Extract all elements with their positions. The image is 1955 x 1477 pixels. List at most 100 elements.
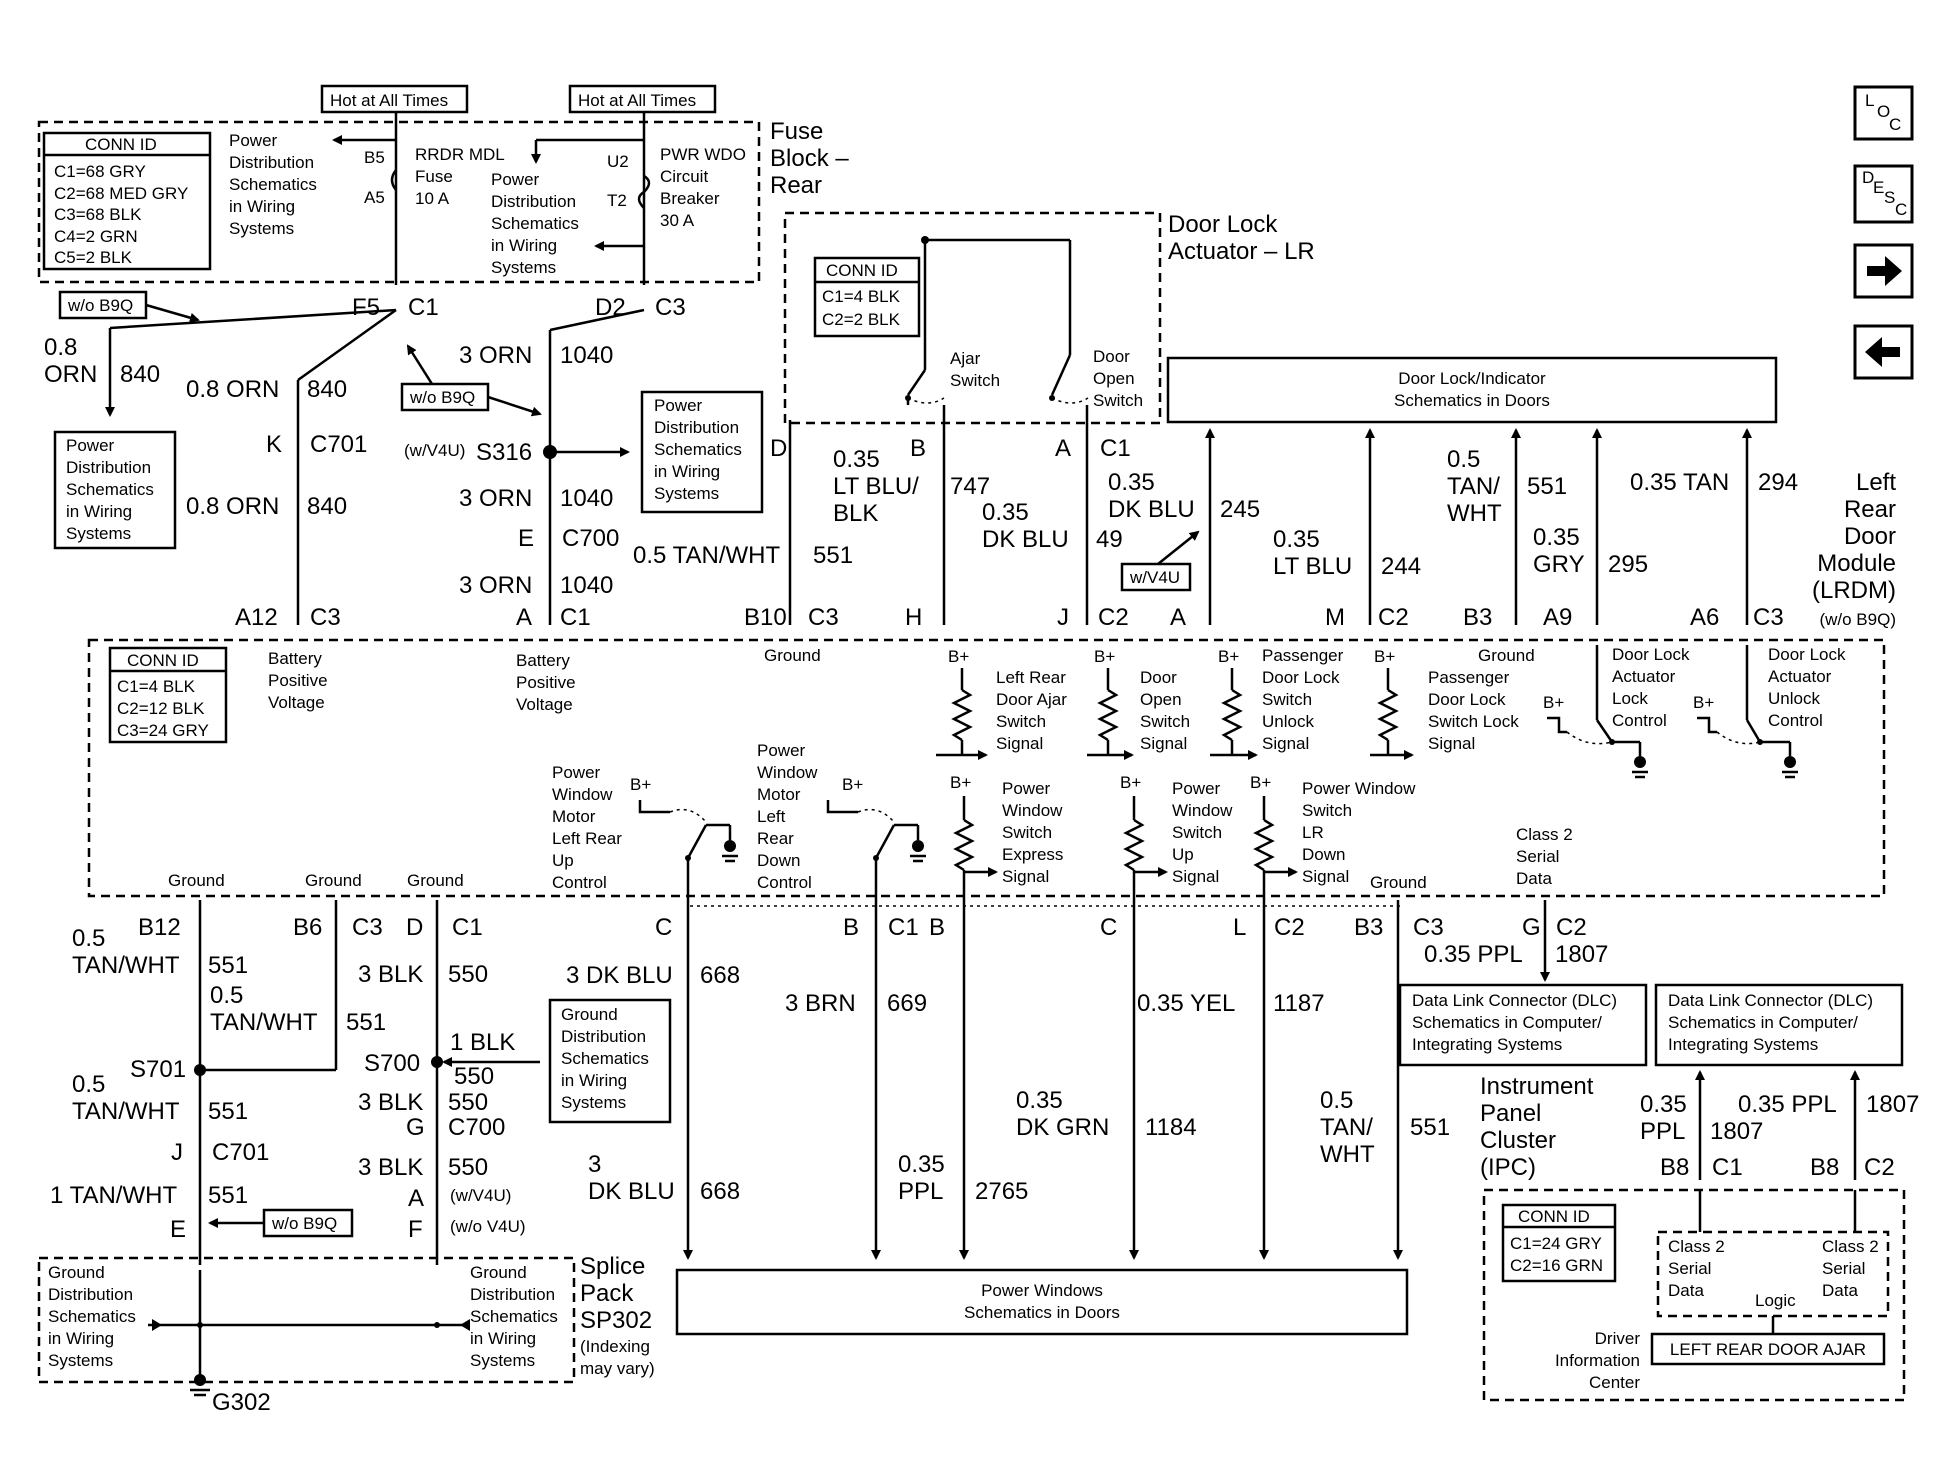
svg-text:550: 550 xyxy=(448,1089,488,1116)
svg-text:B12: B12 xyxy=(138,914,181,941)
ipc-conn-id-table xyxy=(1501,1203,1617,1283)
svg-text:3 ORN: 3 ORN xyxy=(459,342,532,369)
svg-text:CONN ID: CONN ID xyxy=(127,651,199,670)
svg-text:295: 295 xyxy=(1608,551,1648,578)
svg-text:D: D xyxy=(770,435,787,462)
svg-text:Door: Door xyxy=(1093,347,1130,366)
svg-text:Cluster: Cluster xyxy=(1480,1127,1556,1154)
svg-text:DK BLU: DK BLU xyxy=(588,1178,675,1205)
svg-text:2765: 2765 xyxy=(975,1178,1028,1205)
svg-text:F: F xyxy=(408,1216,423,1243)
svg-text:Left: Left xyxy=(1856,469,1896,496)
svg-text:C2=68 MED GRY: C2=68 MED GRY xyxy=(54,184,188,203)
svg-text:TAN/WHT: TAN/WHT xyxy=(72,1098,180,1125)
svg-text:C1: C1 xyxy=(408,294,439,321)
svg-text:A: A xyxy=(516,604,532,631)
svg-text:may vary): may vary) xyxy=(580,1359,655,1378)
next-button[interactable] xyxy=(1853,243,1914,299)
svg-text:B+: B+ xyxy=(1693,693,1714,712)
svg-text:0.35: 0.35 xyxy=(898,1151,945,1178)
svg-text:DK BLU: DK BLU xyxy=(1108,496,1195,523)
svg-text:G302: G302 xyxy=(212,1389,271,1416)
svg-text:DK GRN: DK GRN xyxy=(1016,1114,1109,1141)
svg-text:w/o B9Q: w/o B9Q xyxy=(409,388,475,407)
svg-text:245: 245 xyxy=(1220,496,1260,523)
svg-text:551: 551 xyxy=(813,542,853,569)
svg-text:T2: T2 xyxy=(607,191,627,210)
svg-text:C2=12 BLK: C2=12 BLK xyxy=(117,699,205,718)
svg-text:668: 668 xyxy=(700,1178,740,1205)
loc-button[interactable]: L O C xyxy=(1853,85,1914,141)
svg-text:0.35: 0.35 xyxy=(1640,1091,1687,1118)
desc-button[interactable]: D E S C xyxy=(1853,164,1914,224)
svg-text:1807: 1807 xyxy=(1710,1118,1763,1145)
svg-text:Fuse: Fuse xyxy=(415,167,453,186)
svg-text:S: S xyxy=(1884,188,1895,207)
svg-text:0.35: 0.35 xyxy=(1016,1087,1063,1114)
svg-text:A: A xyxy=(408,1185,424,1212)
svg-text:C1=68 GRY: C1=68 GRY xyxy=(54,162,146,181)
svg-text:CONN ID: CONN ID xyxy=(1518,1207,1590,1226)
svg-text:Breaker: Breaker xyxy=(660,189,720,208)
svg-text:3 BLK: 3 BLK xyxy=(358,1154,423,1181)
svg-text:0.35 TAN: 0.35 TAN xyxy=(1630,469,1729,496)
svg-text:C701: C701 xyxy=(212,1139,269,1166)
svg-text:0.8: 0.8 xyxy=(44,334,77,361)
svg-text:SP302: SP302 xyxy=(580,1307,652,1334)
svg-text:B+: B+ xyxy=(948,647,969,666)
ipc-module xyxy=(1482,1188,1906,1402)
svg-text:551: 551 xyxy=(208,1182,248,1209)
svg-text:Door Lock: Door Lock xyxy=(1168,211,1278,238)
svg-text:0.35 PPL: 0.35 PPL xyxy=(1424,941,1523,968)
svg-text:(w/o V4U): (w/o V4U) xyxy=(450,1217,526,1236)
svg-text:3 BLK: 3 BLK xyxy=(358,1089,423,1116)
svg-text:A6: A6 xyxy=(1690,604,1719,631)
svg-text:C2: C2 xyxy=(1098,604,1129,631)
svg-text:B3: B3 xyxy=(1463,604,1492,631)
svg-text:G: G xyxy=(1522,914,1541,941)
prev-button[interactable] xyxy=(1853,324,1914,380)
svg-text:B+: B+ xyxy=(1374,647,1395,666)
svg-text:TAN/WHT: TAN/WHT xyxy=(210,1009,318,1036)
svg-text:551: 551 xyxy=(346,1009,386,1036)
svg-text:551: 551 xyxy=(208,1098,248,1125)
svg-text:B8: B8 xyxy=(1810,1154,1839,1181)
svg-text:0.35: 0.35 xyxy=(833,446,880,473)
svg-text:C3: C3 xyxy=(655,294,686,321)
svg-text:U2: U2 xyxy=(607,152,629,171)
svg-text:C2: C2 xyxy=(1556,914,1587,941)
svg-text:668: 668 xyxy=(700,962,740,989)
svg-text:10 A: 10 A xyxy=(415,189,450,208)
svg-text:S316: S316 xyxy=(476,439,532,466)
svg-text:Instrument: Instrument xyxy=(1480,1073,1594,1100)
svg-text:M: M xyxy=(1325,604,1345,631)
svg-text:B+: B+ xyxy=(1218,647,1239,666)
svg-text:C: C xyxy=(1895,200,1907,219)
svg-text:CONN ID: CONN ID xyxy=(85,135,157,154)
svg-text:C1=4 BLK: C1=4 BLK xyxy=(117,677,196,696)
svg-text:E: E xyxy=(1873,178,1884,197)
svg-text:3: 3 xyxy=(588,1151,601,1178)
svg-text:K: K xyxy=(266,431,282,458)
svg-text:840: 840 xyxy=(307,376,347,403)
driver-info-center-display xyxy=(1650,1332,1886,1366)
svg-text:TAN/: TAN/ xyxy=(1447,473,1500,500)
svg-text:(w/o B9Q): (w/o B9Q) xyxy=(1819,610,1896,629)
power-windows-ref xyxy=(675,1268,1409,1336)
dlc-ipc-section: Data Link Connector (DLC)Schematics in C… xyxy=(1398,983,1919,1402)
svg-text:C: C xyxy=(1100,914,1117,941)
svg-text:C2: C2 xyxy=(1378,604,1409,631)
svg-text:0.8 ORN: 0.8 ORN xyxy=(186,376,279,403)
svg-text:747: 747 xyxy=(950,473,990,500)
